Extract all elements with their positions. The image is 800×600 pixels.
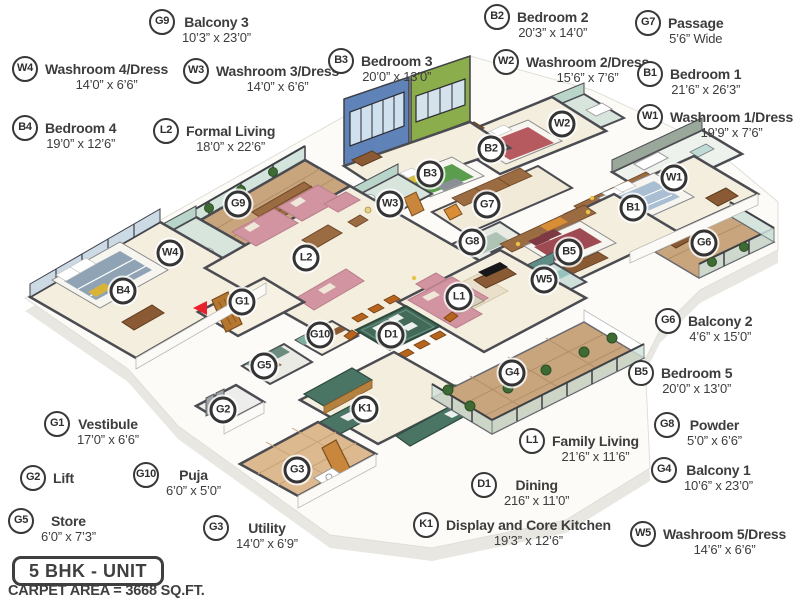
room-g4-balcony1	[430, 309, 646, 435]
dresser	[705, 187, 739, 207]
carpet-area-text: CARPET AREA = 3668 SQ.FT.	[8, 583, 205, 599]
lift-door	[205, 393, 215, 417]
door	[403, 191, 425, 217]
balcony1-plants	[442, 332, 618, 412]
accent-walls-b3	[343, 54, 471, 168]
shower-glass	[689, 143, 715, 158]
blue-wall-windows	[349, 91, 405, 147]
lift-door	[215, 388, 225, 412]
room-k1-kitchen	[297, 350, 478, 447]
armchair	[414, 272, 448, 291]
sofa	[230, 208, 300, 247]
room-b4-bedroom4	[27, 208, 269, 360]
entry-arrow	[193, 301, 207, 315]
armchair	[322, 191, 362, 213]
bathtub	[632, 151, 670, 171]
dresser	[121, 304, 165, 331]
side-table	[347, 214, 369, 228]
tv	[478, 262, 508, 277]
unit-type-box: 5 BHK - UNIT	[12, 556, 164, 586]
room-g7-passage	[429, 164, 575, 236]
door	[443, 203, 463, 221]
desk	[350, 150, 384, 167]
